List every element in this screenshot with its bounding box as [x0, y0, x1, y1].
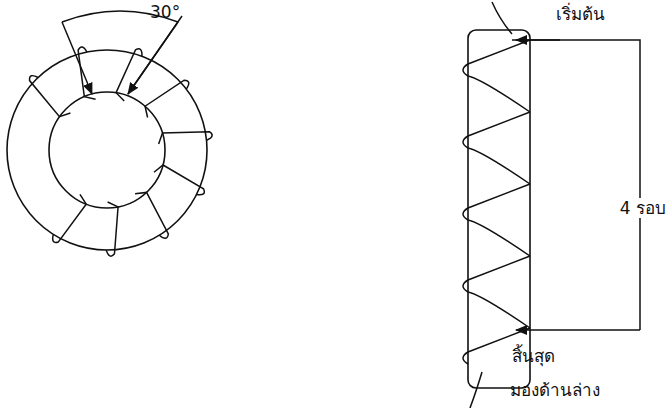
label-text: สิ้นสุด: [512, 346, 555, 366]
start-lead: [492, 2, 512, 34]
turn-bracket: [516, 39, 560, 41]
winding-turn: [78, 47, 95, 99]
label-text: มองด้านล่าง: [510, 380, 600, 400]
label-text: 30°: [150, 2, 180, 22]
winding-turn: [145, 80, 189, 117]
winding-turn: [106, 202, 118, 256]
winding-turn: [154, 165, 204, 195]
winding-turn: [463, 184, 530, 256]
core-side: [468, 30, 530, 388]
winding-turn: [159, 132, 213, 144]
winding-turn: [53, 194, 87, 242]
winding-turn: [463, 112, 530, 184]
winding-turn: [463, 256, 530, 328]
winding-turn: [135, 192, 168, 238]
turn-bracket: [512, 40, 640, 330]
turn-bracket: [516, 329, 640, 331]
core-inner: [49, 92, 165, 208]
angle-line: [128, 16, 182, 94]
core-outer: [7, 50, 207, 250]
winding-turn: [30, 76, 71, 117]
label-text: เริ่มต้น: [556, 4, 605, 24]
label-text: 4 รอบ: [618, 198, 668, 218]
winding-turn: [463, 40, 530, 112]
end-lead: [470, 372, 482, 408]
angle-line: [62, 22, 92, 94]
